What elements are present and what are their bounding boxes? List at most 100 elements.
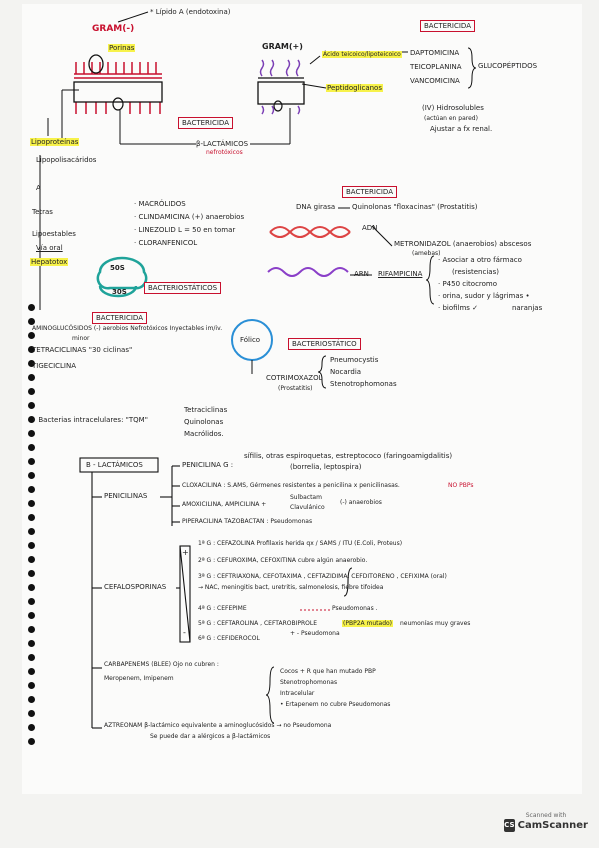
drug-vancomicina: VANCOMICINA — [410, 77, 460, 85]
b-lactamicos-title: B - LACTÁMICOS — [86, 461, 143, 469]
target-nocardia: Nocardia — [330, 368, 362, 376]
betalactamicos-label: β-LACTÁMICOS — [196, 140, 249, 148]
carbapenem-notes: Cocos + R que han mutado PBP Stenotropho… — [280, 666, 390, 710]
metronidazol-label: METRONIDAZOL (anaerobios) abscesos — [394, 240, 532, 248]
minor-label: minor — [72, 335, 90, 342]
cef-4g: 4ª G : CEFEPIME — [198, 605, 247, 612]
peptidoglicanos-label: Peptidoglicanos — [326, 84, 383, 92]
notebook-page — [22, 4, 582, 794]
carba-note-2: Stenotrophomonas — [280, 679, 338, 686]
metronidazol-note: (amebas) — [412, 250, 441, 257]
cef-3g-uses: → NAC, meningitis bact, uretritis, salmo… — [198, 584, 384, 591]
scanned-with-text: Scanned with — [525, 812, 567, 819]
carba-note-3: Intracelular — [280, 690, 315, 697]
cef-5g-pseudo: + - Pseudomona — [290, 630, 340, 637]
cloxacilina-line: CLOXACILINA : S.AMS, Gérmenes resistente… — [182, 482, 400, 489]
a-label: A — [36, 184, 41, 192]
ribosome-icon — [96, 256, 148, 290]
target-stenotrophomonas: Stenotrophomonas — [330, 380, 397, 388]
carbapenems-label: CARBAPENEMS (BLEE) Ojo no cubren : — [104, 661, 219, 668]
glucopeptidos-label: GLUCOPÉPTIDOS — [478, 62, 538, 70]
hidrosolubles-label: (IV) Hidrosolubles — [422, 104, 484, 112]
drug-cloranfenicol: · CLORANFENICOL — [134, 239, 198, 247]
naranjas-label: naranjas — [512, 304, 543, 312]
rifampicina-notes: · Asociar a otro fármaco (resistencias) … — [438, 254, 530, 314]
cef-2g: 2ª G : CEFUROXIMA, CEFOXITINA cubre algú… — [198, 557, 368, 564]
drug-linezolid: · LINEZOLID L = 50 en tomar — [134, 226, 236, 234]
penicilina-g-text: sífilis, otras espiroquetas, estreptococ… — [244, 452, 453, 460]
aztreonam-note: Se puede dar a alérgicos a β-lactámicos — [150, 733, 271, 740]
cotrimoxazol-note: (Prostatitis) — [278, 385, 313, 392]
cef-5g-note: neumonías muy graves — [400, 620, 471, 627]
hidrosolubles-note: (actúan en pared) — [424, 115, 478, 122]
lipoproteinas-label: Lipoproteínas — [30, 138, 80, 146]
dna-helix-icon — [269, 226, 351, 238]
quinolonas-label: Quinolonas "floxacinas" (Prostatitis) — [352, 203, 478, 211]
lipoestables-label: Lipoestables — [32, 230, 76, 238]
bactericida-dna-box: BACTERICIDA — [342, 186, 397, 198]
tqm-tetraciclinas: Tetraciclinas — [184, 406, 228, 414]
cotrimoxazol-label: COTRIMOXAZOL — [266, 374, 323, 382]
rifampicina-label: RIFAMPICINA — [378, 270, 423, 278]
tqm-list: Tetraciclinas Quinolonas Macrólidos. — [184, 404, 227, 440]
adn-label: ADN — [362, 224, 378, 232]
clavulanico-label: Clavulánico — [290, 504, 325, 511]
gram-negative-wall — [74, 62, 162, 114]
lipopolisacaridos-label: Lipopolisacáridos — [36, 156, 97, 164]
tigeciclina-label: TIGECICLINA — [32, 362, 77, 370]
bactericida-betalactam-box: BACTERICIDA — [178, 117, 233, 129]
bactericida-box: BACTERICIDA — [420, 20, 475, 32]
carba-note-4: • Ertapenem no cubre Pseudomonas — [280, 701, 391, 708]
tetraciclinas-label: TETRACICLINAS "30 ciclinas" — [32, 346, 133, 354]
lipid-a-note: * Lípido A (endotoxina) — [150, 8, 231, 16]
arn-label: ARN — [354, 270, 369, 278]
cefalosporinas-label: CEFALOSPORINAS — [104, 583, 167, 591]
plus-sign: + — [182, 548, 189, 557]
penicilinas-label: PENICILINAS — [104, 492, 148, 500]
cef-1g: 1ª G : CEFAZOLINA Profilaxis herida qx /… — [198, 540, 403, 547]
cef-5g-pbp: (PBP2A mutado) — [342, 620, 394, 627]
cef-4g-pseudo: Pseudomonas . — [332, 605, 378, 612]
beta-lactam-tree — [79, 457, 353, 729]
carba-note-1: Cocos + R que han mutado PBP — [280, 668, 376, 675]
amoxicilina-line: AMOXICILINA, AMPICILINA + — [182, 501, 267, 508]
ribosome-50s-label: 50S — [110, 264, 125, 272]
cef-3g: 3ª G : CEFTRIAXONA, CEFOTAXIMA , CEFTAZI… — [198, 573, 447, 580]
camscanner-name: CamScanner — [517, 820, 588, 831]
ribosome-30s-label: 30S — [112, 288, 127, 296]
intracelulares-label: • Bacterias intracelulares: "TQM" — [32, 416, 148, 424]
bacteriostaticos-box: BACTERIOSTÁTICOS — [144, 282, 222, 294]
rna-wave-icon — [267, 267, 349, 277]
rifa-note-4: · orina, sudor y lágrimas • — [438, 292, 530, 300]
hepatotox-label: Hepatotox — [30, 258, 69, 266]
drug-daptomicina: DAPTOMICINA — [410, 49, 460, 57]
penicilina-g-label: PENICILINA G : — [182, 461, 234, 469]
ajustar-renal: Ajustar a fx renal. — [430, 125, 493, 133]
sulbactam-label: Sulbactam — [290, 494, 322, 501]
nefrotoxicos-label: nefrotóxicos — [206, 149, 243, 156]
gram-negative-title: GRAM(-) — [92, 24, 135, 34]
tqm-macrolidos: Macrólidos. — [184, 430, 224, 438]
acido-teicoico-label: Ácido teicoico/lipoteicoico — [322, 51, 402, 58]
drug-teicoplanina: TEICOPLANINA — [410, 63, 462, 71]
glucopeptide-drugs: DAPTOMICINA TEICOPLANINA VANCOMICINA — [410, 46, 462, 88]
bacteriostatico-box: BACTERIOSTÁTICO — [288, 338, 361, 350]
rifa-note-5: · biofilms ✓ — [438, 304, 479, 312]
cef-6g: 6ª G : CEFIDEROCOL — [198, 635, 260, 642]
camscanner-logo-icon: CS — [504, 819, 515, 832]
porin-icon — [88, 54, 104, 74]
no-pbp-label: NO PBPs — [448, 482, 474, 489]
piperacilina-line: PIPERACILINA TAZOBACTAN : Pseudomonas — [182, 518, 313, 525]
drug-clindamicina: · CLINDAMICINA (+) anaerobios — [134, 213, 245, 221]
spiral-binding — [28, 304, 36, 752]
porinas-label: Porinas — [108, 44, 136, 52]
dna-girasa-label: DNA girasa — [296, 203, 336, 211]
penicilina-g-text2: (borrelia, leptospira) — [290, 463, 362, 471]
gram-positive-wall — [259, 59, 301, 115]
cotrimoxazol-targets: Pneumocystis Nocardia Stenotrophomonas — [330, 354, 397, 390]
ribosome-50s-drugs: · MACRÓLIDOS · CLINDAMICINA (+) anaerobi… — [134, 198, 244, 250]
via-oral-label: Vía oral — [36, 244, 63, 252]
gram-positive-title: GRAM(+) — [262, 42, 303, 51]
carbapenems-drugs: Meropenem, Imipenem — [104, 675, 174, 682]
